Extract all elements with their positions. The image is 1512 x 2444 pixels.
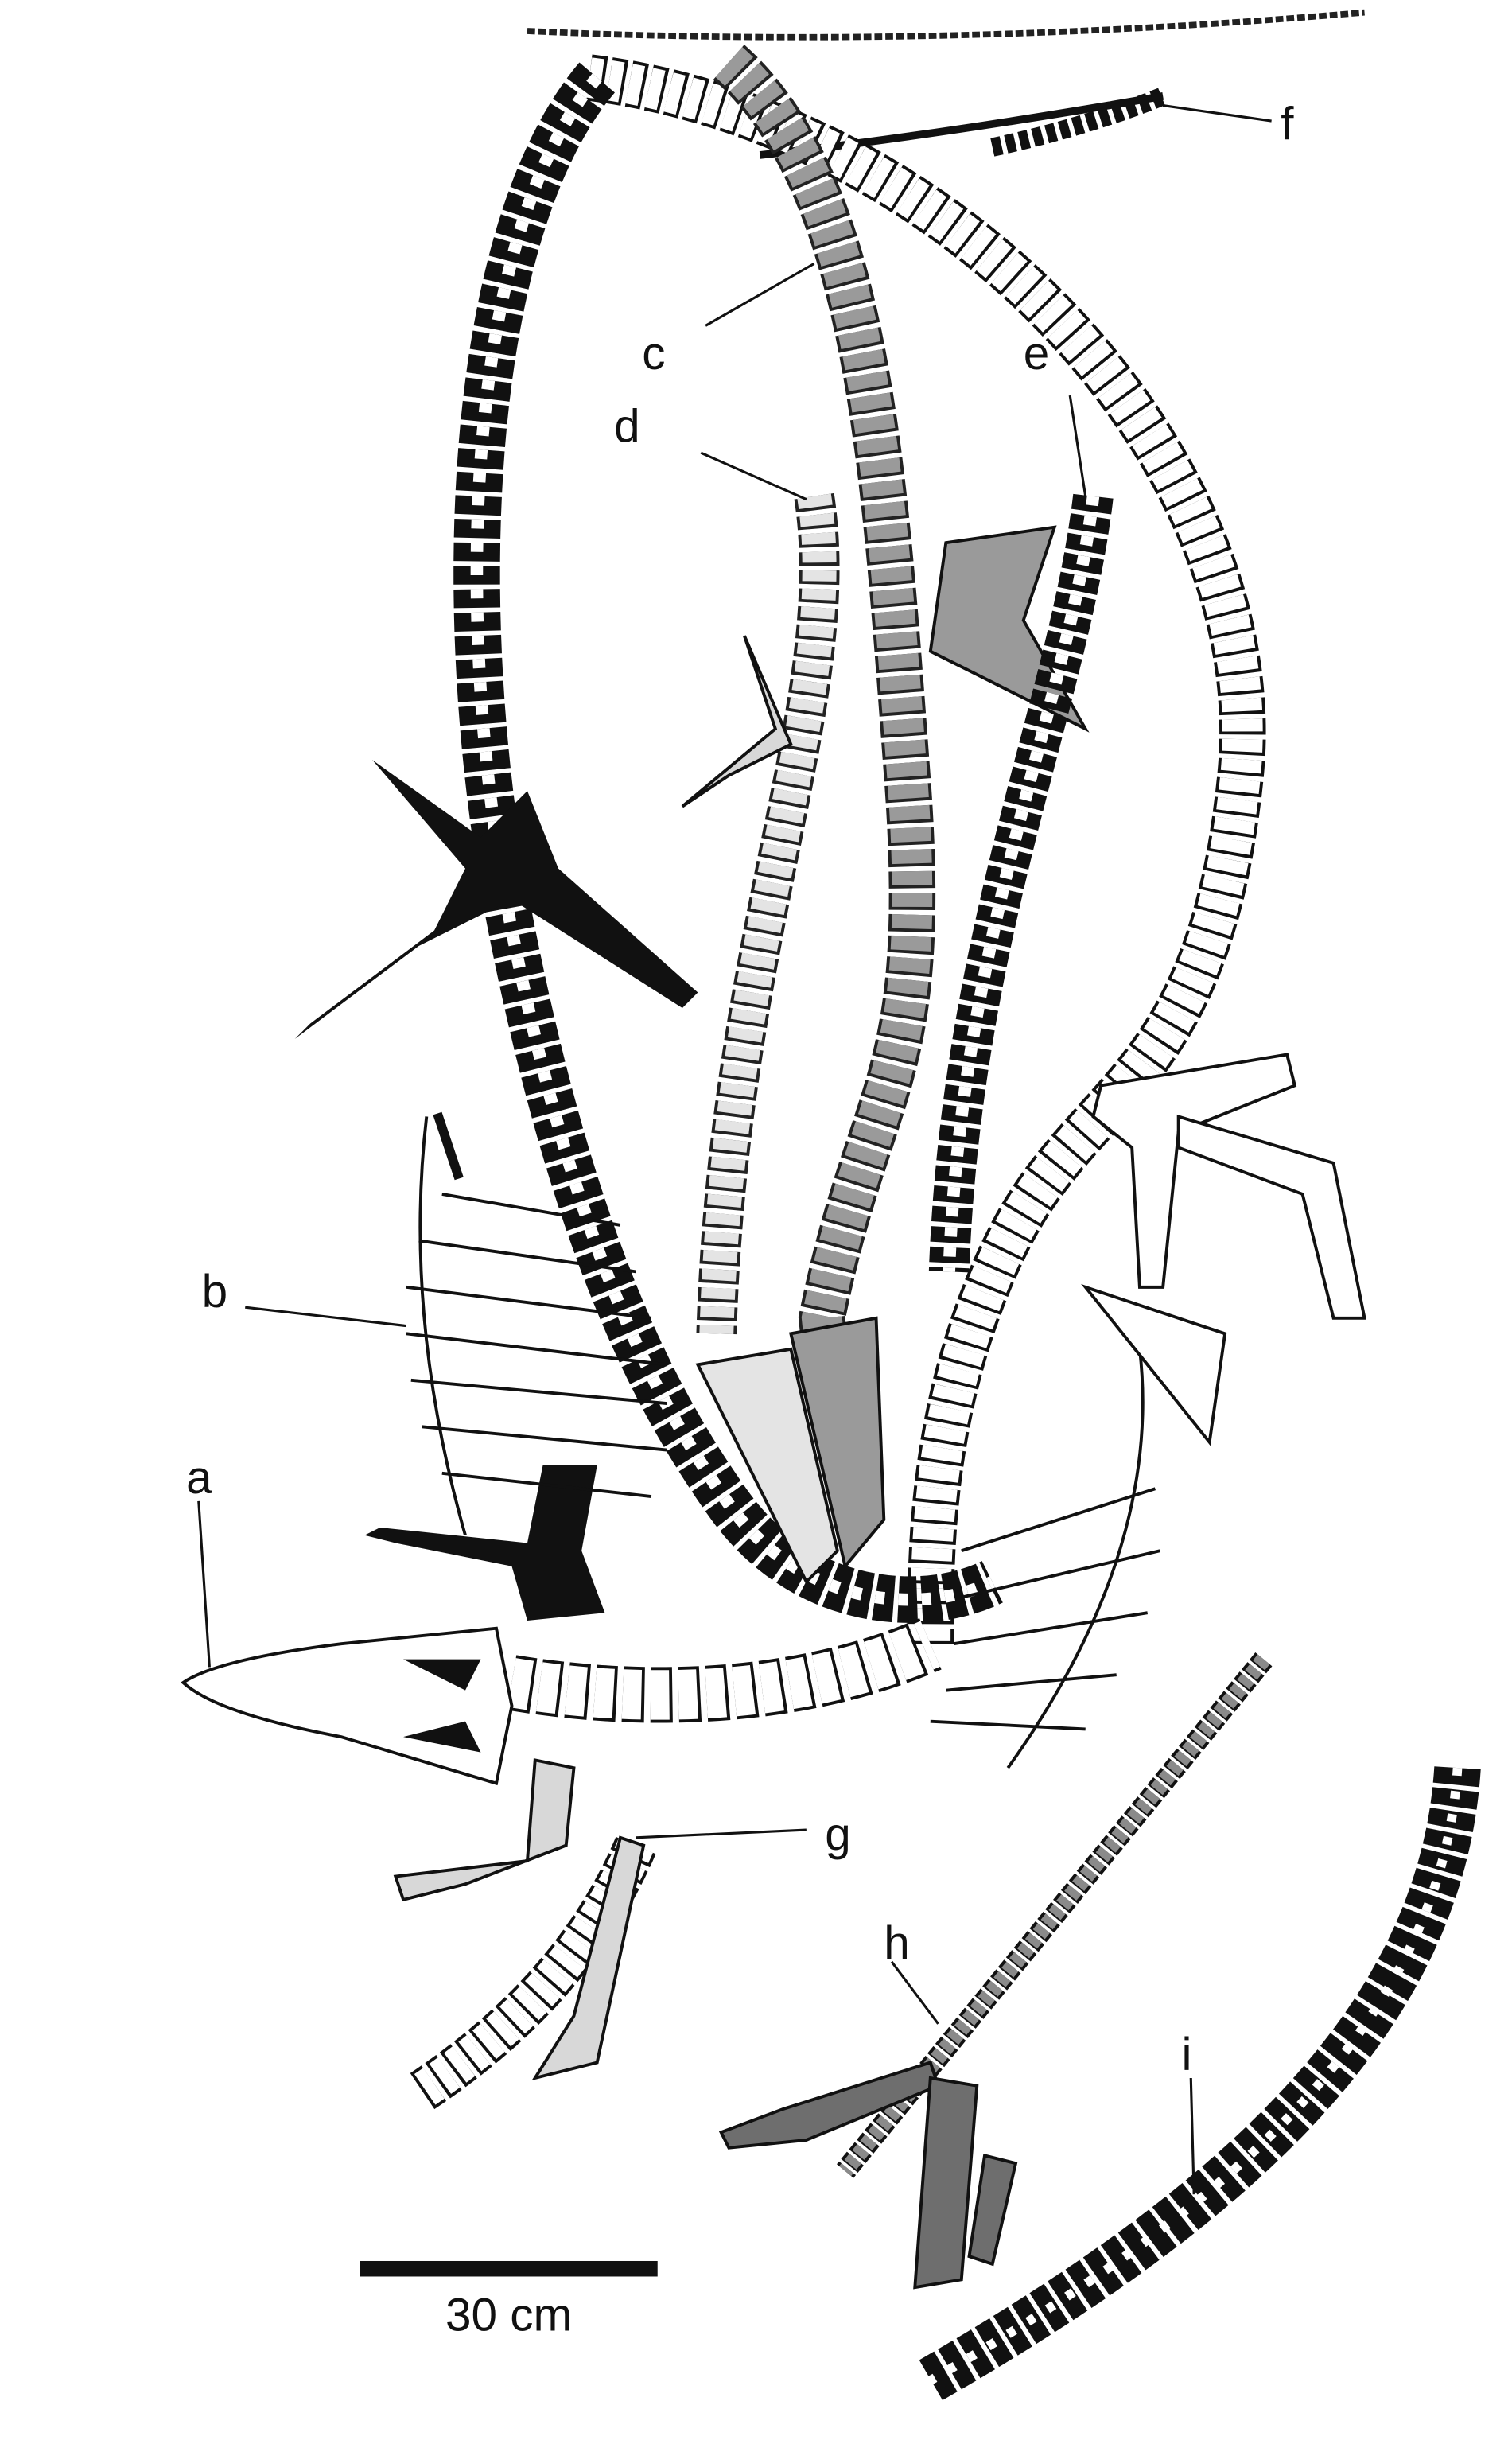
label-g: g: [825, 1808, 851, 1860]
specimen-b-ribs: [406, 1111, 1160, 1769]
specimen-black-column: [294, 62, 1003, 1623]
specimen-a: [181, 1316, 942, 1786]
specimen-g: [393, 1758, 656, 2112]
scale-bar-label: 30 cm: [445, 2290, 572, 2341]
label-h: h: [884, 1917, 910, 1969]
label-f: f: [1281, 98, 1294, 150]
scale-bar: 30 cm: [360, 2260, 658, 2341]
label-a: a: [186, 1452, 212, 1504]
specimen-white-column: [586, 54, 1266, 1644]
specimen-h: [718, 1652, 1273, 2290]
label-d: d: [614, 401, 640, 453]
scale-bar-line: [360, 2260, 658, 2277]
label-e: e: [1024, 328, 1050, 379]
specimen-e: [928, 493, 1114, 1273]
label-i: i: [1182, 2029, 1192, 2080]
specimen-i: [919, 1766, 1481, 2401]
leader-lines: [197, 104, 1272, 2195]
label-b: b: [202, 1266, 228, 1317]
specimen-limbs-right: [1081, 1053, 1366, 1446]
specimen-d: [681, 492, 840, 1335]
label-c: c: [642, 328, 665, 379]
